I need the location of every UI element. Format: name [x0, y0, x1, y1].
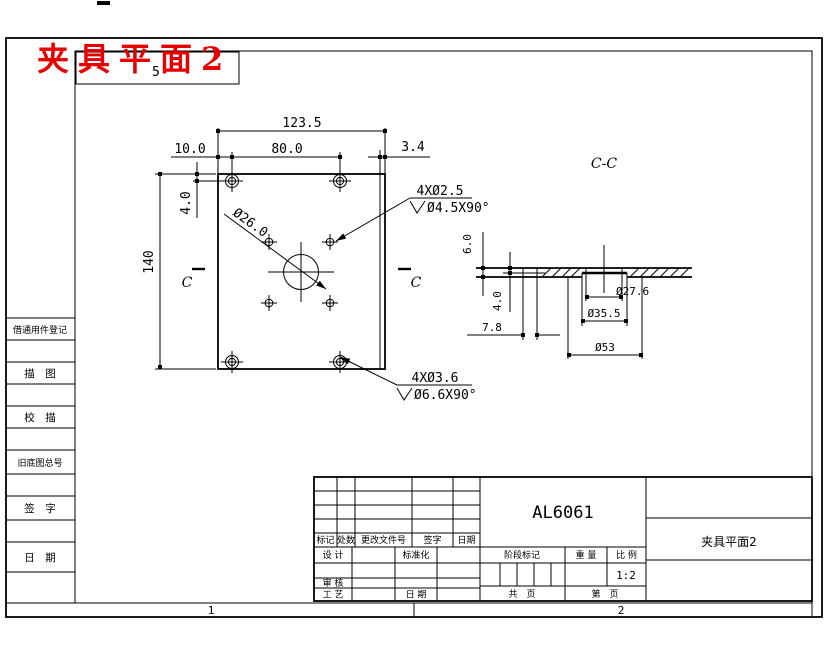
title-block-grid: [313, 476, 813, 602]
leader-arrow: [316, 280, 326, 289]
small-drilled-holes: [261, 234, 338, 311]
sidebar-label-trace: 描 图: [24, 367, 56, 380]
hole-bottom-left: [221, 351, 243, 373]
label-corner-holes-count: 4XØ3.6: [412, 371, 459, 386]
sidebar-label-signature: 签 字: [24, 502, 56, 515]
dimension-lines: [158, 129, 430, 369]
dim-recess: Ø35.5: [587, 307, 620, 320]
hole-mid-right-lower: [322, 295, 338, 311]
field-scale: 比 例: [616, 549, 637, 561]
title-zone-number: 5: [152, 65, 160, 80]
extension-lines: [155, 128, 386, 370]
sheet-frames: [5, 1, 823, 618]
hole-mid-right-upper: [322, 234, 338, 250]
field-process: 工 艺: [323, 590, 344, 601]
section-mark-right: C: [411, 275, 422, 291]
hole-mid-left-upper: [261, 234, 277, 250]
sidebar-label-old-drawing-no: 旧底图总号: [17, 457, 62, 469]
corner-countersunk-holes: [221, 170, 351, 373]
centering-mark: [97, 1, 110, 5]
section-dimension-lines: [467, 232, 643, 357]
section-view-title: C-C: [591, 156, 617, 172]
dim-height: 140: [142, 250, 157, 273]
field-date: 日 期: [406, 590, 427, 601]
dim-through-hole: Ø27.6: [616, 285, 649, 298]
field-sheet-number: 第 页: [591, 588, 618, 600]
sidebar-label-date: 日 期: [24, 552, 56, 564]
dim-width: 123.5: [282, 116, 321, 131]
dim-counterbore: Ø53: [595, 341, 615, 354]
label-corner-holes-csink: Ø6.6X90°: [414, 388, 477, 403]
small-holes-callout: 4XØ2.5 Ø4.5X90°: [335, 184, 490, 242]
corner-holes-callout: 4XØ3.6 Ø6.6X90°: [339, 356, 477, 403]
rev-header-mark: 标记: [316, 534, 334, 546]
hole-mid-left-lower: [261, 295, 277, 311]
field-weight: 重 量: [576, 549, 597, 561]
part-name: 夹具平面2: [701, 535, 757, 549]
dim-left-offset: 10.0: [174, 142, 205, 157]
dim-hole-pitch: 80.0: [271, 142, 302, 157]
dim-right-step: 3.4: [401, 140, 425, 155]
field-standardization: 标准化: [402, 549, 429, 561]
center-bore: [223, 213, 334, 302]
sidebar-label-borrow-record: 借通用件登记: [13, 324, 67, 336]
field-stage-mark: 阶段标记: [504, 549, 540, 561]
rev-header-change-doc: 更改文件号: [361, 534, 406, 546]
plate-outline: [217, 173, 386, 370]
zone-number-2: 2: [618, 604, 625, 617]
section-mark-left: C: [182, 275, 193, 291]
dim-top-offset: 4.0: [179, 191, 194, 214]
label-small-holes-count: 4XØ2.5: [417, 184, 464, 199]
zone-number-1: 1: [208, 604, 215, 617]
rev-header-date: 日期: [457, 535, 475, 546]
scale-value: 1:2: [616, 569, 636, 582]
rev-header-signature: 签字: [423, 534, 441, 546]
field-design: 设 计: [323, 549, 344, 561]
sidebar-cells: 借通用件登记 描 图 校 描 旧底图总号 签 字 日 期: [6, 317, 75, 573]
section-hatching: [541, 267, 690, 278]
sidebar-label-trace-check: 校 描: [24, 411, 56, 424]
title-zone-box: [75, 51, 240, 85]
field-audit: 审 核: [323, 577, 344, 589]
bottom-zone-band: 1 2: [6, 602, 813, 617]
revision-header-row: 标记 处数 更改文件号 签字 日期: [316, 534, 475, 546]
dim-edge-offset: 7.8: [482, 321, 502, 334]
sheet-title: 夹具平面2: [37, 40, 232, 78]
dim-thickness: 6.0: [461, 234, 474, 254]
rev-header-count: 处数: [337, 534, 355, 546]
section-cut-marks: C C: [182, 267, 422, 291]
label-small-holes-csink: Ø4.5X90°: [427, 201, 490, 216]
title-block-fields: 设 计 标准化 审 核 工 艺 日 期 阶段标记 重 量 比 例 1:2 共 页…: [323, 549, 637, 601]
field-sheet-total: 共 页: [508, 589, 535, 600]
dim-recess-depth: 4.0: [491, 291, 504, 311]
material-spec: AL6061: [532, 503, 593, 523]
